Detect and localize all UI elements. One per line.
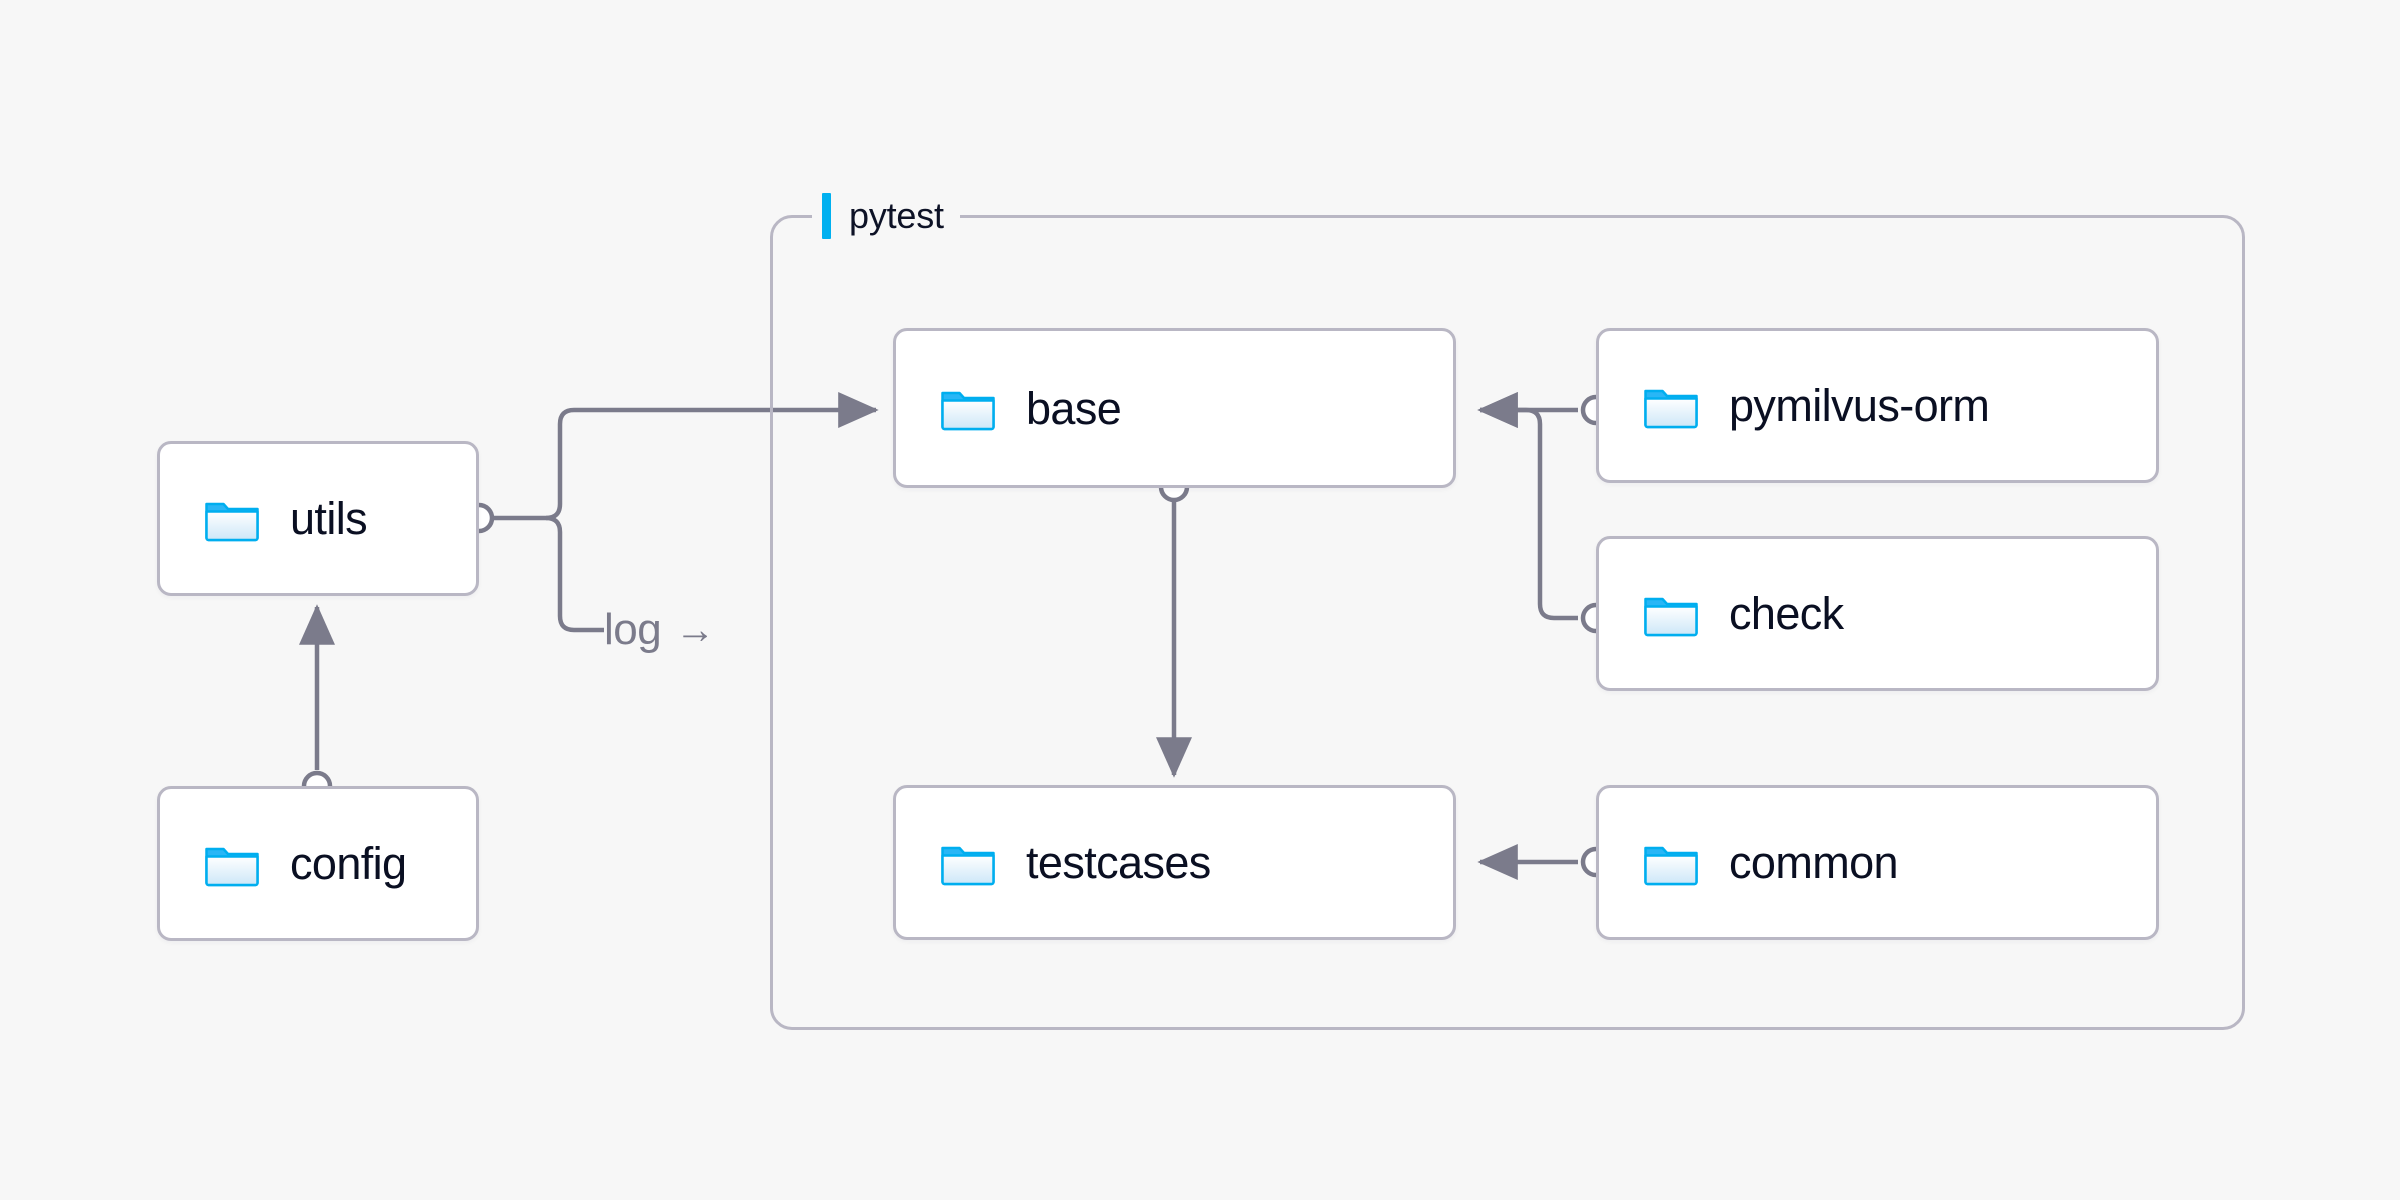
node-check[interactable]: check [1596,536,2159,691]
node-config[interactable]: config [157,786,479,941]
edge-utils-to-log [545,515,604,633]
node-base[interactable]: base [893,328,1456,488]
folder-icon [1644,389,1698,428]
node-config-label: config [290,838,407,889]
folder-icon [1644,846,1698,885]
folder-icon [205,847,259,886]
node-common-label: common [1729,837,1899,888]
node-pymilvus-orm-label: pymilvus-orm [1729,380,1990,431]
folder-icon [941,846,995,885]
node-testcases-label: testcases [1026,837,1211,888]
node-base-label: base [1026,382,1122,434]
folder-icon [941,391,995,431]
edge-label-log-text: log [604,605,662,654]
edge-label-log: log → [604,608,715,652]
group-pytest-label: pytest [812,189,960,243]
node-testcases[interactable]: testcases [893,785,1456,940]
node-pymilvus-orm[interactable]: pymilvus-orm [1596,328,2159,483]
folder-icon [205,502,259,541]
arrow-right-icon: → [675,608,715,652]
node-utils-label: utils [290,493,368,544]
group-pytest[interactable] [770,215,2245,1030]
node-utils[interactable]: utils [157,441,479,596]
node-common[interactable]: common [1596,785,2159,940]
group-accent-bar [822,193,831,239]
group-title-text: pytest [849,195,944,236]
folder-icon [1644,597,1698,636]
node-check-label: check [1729,588,1844,639]
